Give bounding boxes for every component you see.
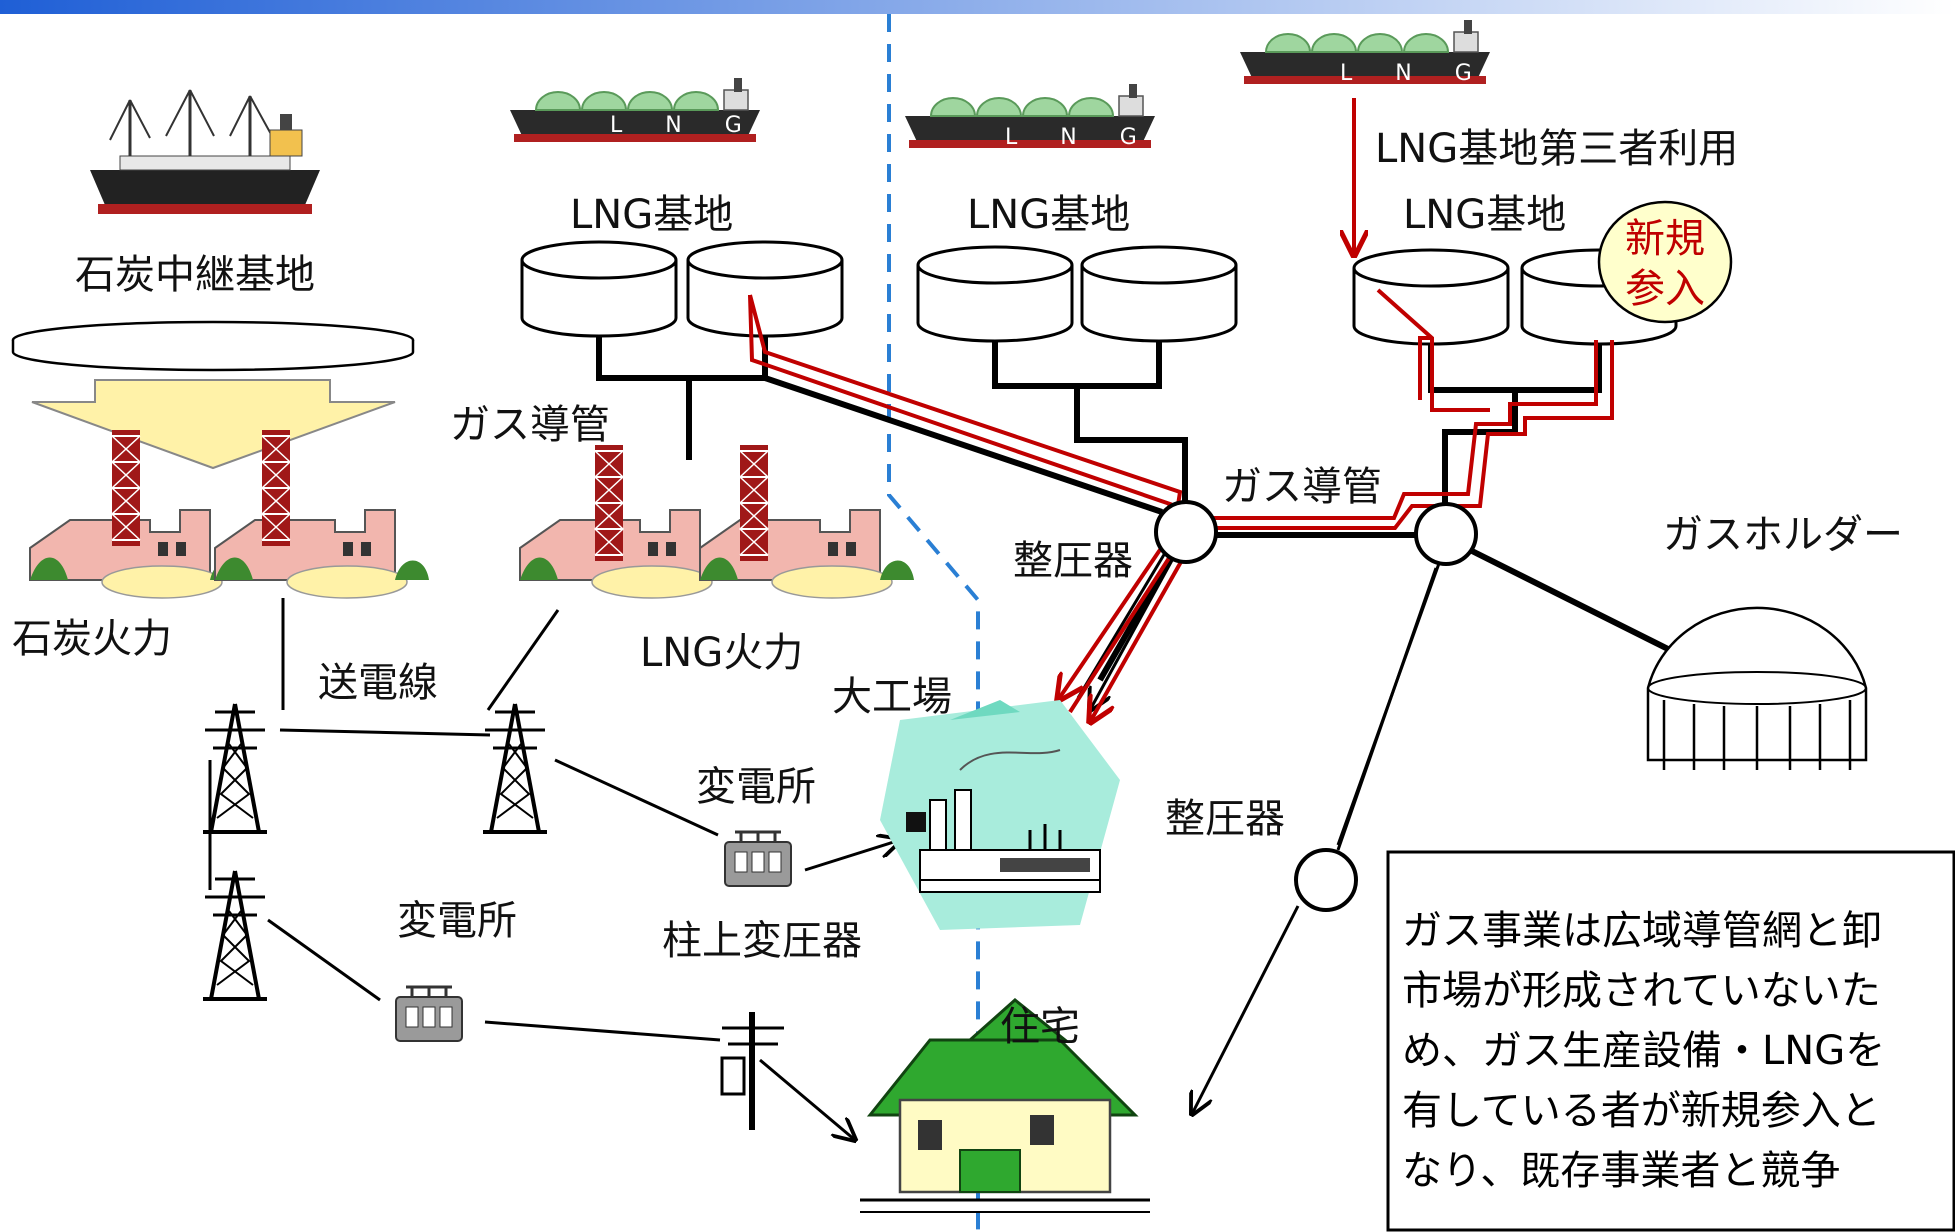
svg-text:新規: 新規: [1625, 216, 1705, 262]
substation-1-icon: [723, 830, 793, 888]
regulator-lower-icon: [1294, 848, 1358, 912]
coal-power-label: 石炭火力: [12, 616, 172, 662]
lng-ship-2-icon: L N G: [904, 83, 1156, 150]
pylon-2-icon: [481, 702, 549, 834]
coal-relay-label: 石炭中継基地: [75, 252, 315, 298]
coal-ship-icon: [90, 89, 320, 214]
svg-text:参入: 参入: [1625, 266, 1705, 312]
note-line-5: なり、既存事業者と競争: [1402, 1148, 1840, 1194]
transmission-line-label: 送電線: [318, 660, 438, 706]
third-party-use-label: LNG基地第三者利用: [1375, 126, 1738, 172]
note-line-4: 有している者が新規参入と: [1402, 1088, 1881, 1134]
lng-base-2-label: LNG基地: [967, 192, 1130, 238]
svg-text:L N G: L N G: [610, 113, 760, 138]
substation-2-label: 変電所: [397, 898, 517, 944]
explanation-note-box: ガス事業は広域導管網と卸 市場が形成されていないた め、ガス生産設備・LNGを …: [1386, 850, 1955, 1232]
gas-pipeline-right-label: ガス導管: [1222, 464, 1382, 510]
lng-tank-group-2: [916, 245, 1238, 343]
lng-power-plant-icon: [519, 444, 915, 599]
coal-supply-arrow-icon: [31, 379, 396, 470]
lng-ship-3-icon: L N G: [1239, 19, 1491, 86]
svg-text:L N G: L N G: [1005, 125, 1155, 150]
note-line-1: ガス事業は広域導管網と卸: [1402, 908, 1882, 954]
regulator-middle-icon: [1414, 502, 1478, 566]
note-line-2: 市場が形成されていないた: [1402, 968, 1881, 1014]
lng-ship-1-icon: L N G: [509, 77, 761, 143]
regulator-lower-label: 整圧器: [1165, 796, 1285, 842]
pylon-1-icon: [201, 702, 269, 834]
gas-holder-icon: [1646, 606, 1868, 770]
lng-base-3-label: LNG基地: [1403, 192, 1566, 238]
lng-tank-group-1: [520, 240, 844, 338]
regulator-upper-icon: [1154, 500, 1218, 564]
note-line-3: め、ガス生産設備・LNGを: [1402, 1028, 1885, 1074]
pole-transformer-label: 柱上変圧器: [662, 918, 862, 964]
pylon-3-icon: [201, 869, 269, 1001]
svg-text:L N G: L N G: [1340, 61, 1490, 86]
new-entry-badge: 新規 参入: [1597, 200, 1733, 324]
gas-pipeline-left-label: ガス導管: [450, 402, 610, 448]
housing-label: 住宅: [1000, 1004, 1080, 1050]
big-factory-label: 大工場: [832, 674, 952, 720]
big-factory-icon: [880, 700, 1120, 930]
pole-transformer-icon: [720, 1012, 784, 1130]
lng-power-label: LNG火力: [640, 630, 803, 676]
substation-2-icon: [394, 985, 464, 1043]
regulator-upper-label: 整圧器: [1013, 538, 1133, 584]
coal-storage-icon: [11, 320, 415, 372]
transmission-lines: [208, 598, 900, 1140]
gas-holder-label: ガスホルダー: [1663, 512, 1903, 558]
header-bar: [0, 0, 1955, 14]
lng-base-1-label: LNG基地: [570, 192, 733, 238]
housing-icon: [860, 998, 1150, 1213]
substation-1-label: 変電所: [696, 764, 816, 810]
